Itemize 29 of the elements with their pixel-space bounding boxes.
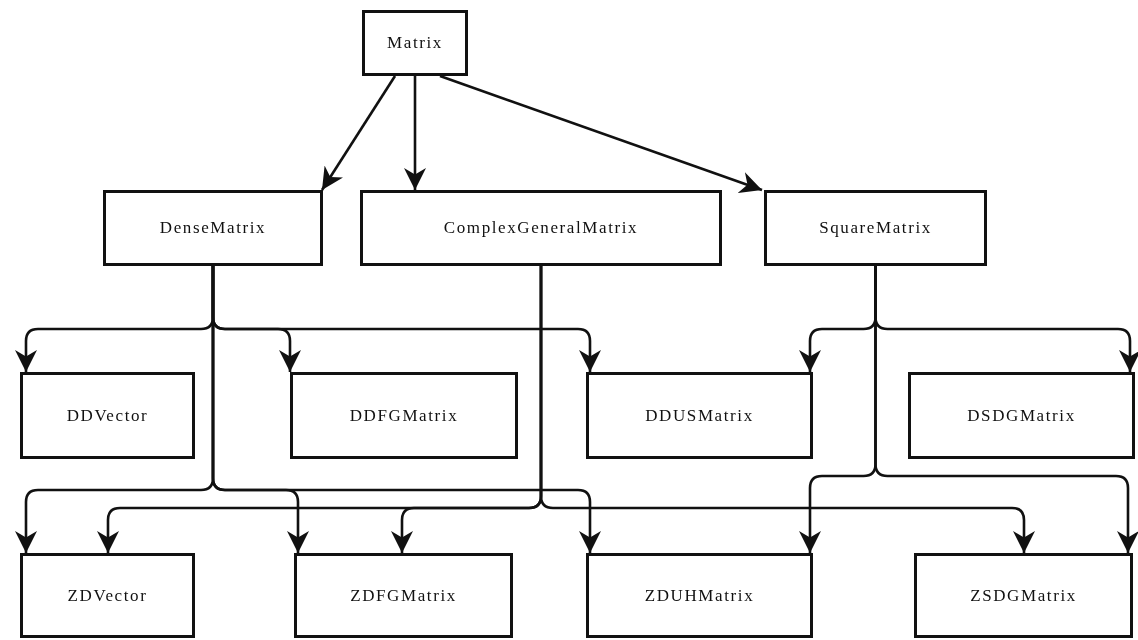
- class-box: [20, 553, 195, 638]
- class-name: ZDUHMatrix: [644, 585, 755, 606]
- arrow: [211, 266, 601, 553]
- class-box: [20, 372, 195, 459]
- class-name: ComplexGeneralMatrix: [443, 218, 639, 238]
- class-name: ZSDGMatrix: [970, 585, 1077, 606]
- class-box: [908, 372, 1135, 459]
- arrow: [439, 74, 763, 194]
- class-box: [586, 372, 813, 459]
- class-box: [362, 10, 468, 76]
- arrow: [539, 266, 1035, 553]
- class-name: ZDFGMatrix: [350, 585, 457, 606]
- class-name: DDVector: [66, 405, 149, 426]
- class-box: [294, 553, 513, 638]
- class-name: Matrix: [387, 33, 443, 53]
- class-box: [103, 190, 323, 266]
- class-box: [360, 190, 722, 266]
- class-name: ZDVector: [67, 585, 148, 606]
- class-name: SquareMatrix: [819, 218, 932, 238]
- class-box: [914, 553, 1133, 638]
- arrow: [404, 76, 426, 190]
- class-name: DenseMatrix: [159, 218, 267, 238]
- class-name: DSDGMatrix: [967, 405, 1076, 426]
- class-box: [586, 553, 813, 638]
- class-name: DDUSMatrix: [645, 405, 754, 426]
- class-box: [290, 372, 518, 459]
- arrow: [320, 75, 397, 191]
- class-box: [764, 190, 987, 266]
- class-name: DDFGMatrix: [349, 405, 459, 426]
